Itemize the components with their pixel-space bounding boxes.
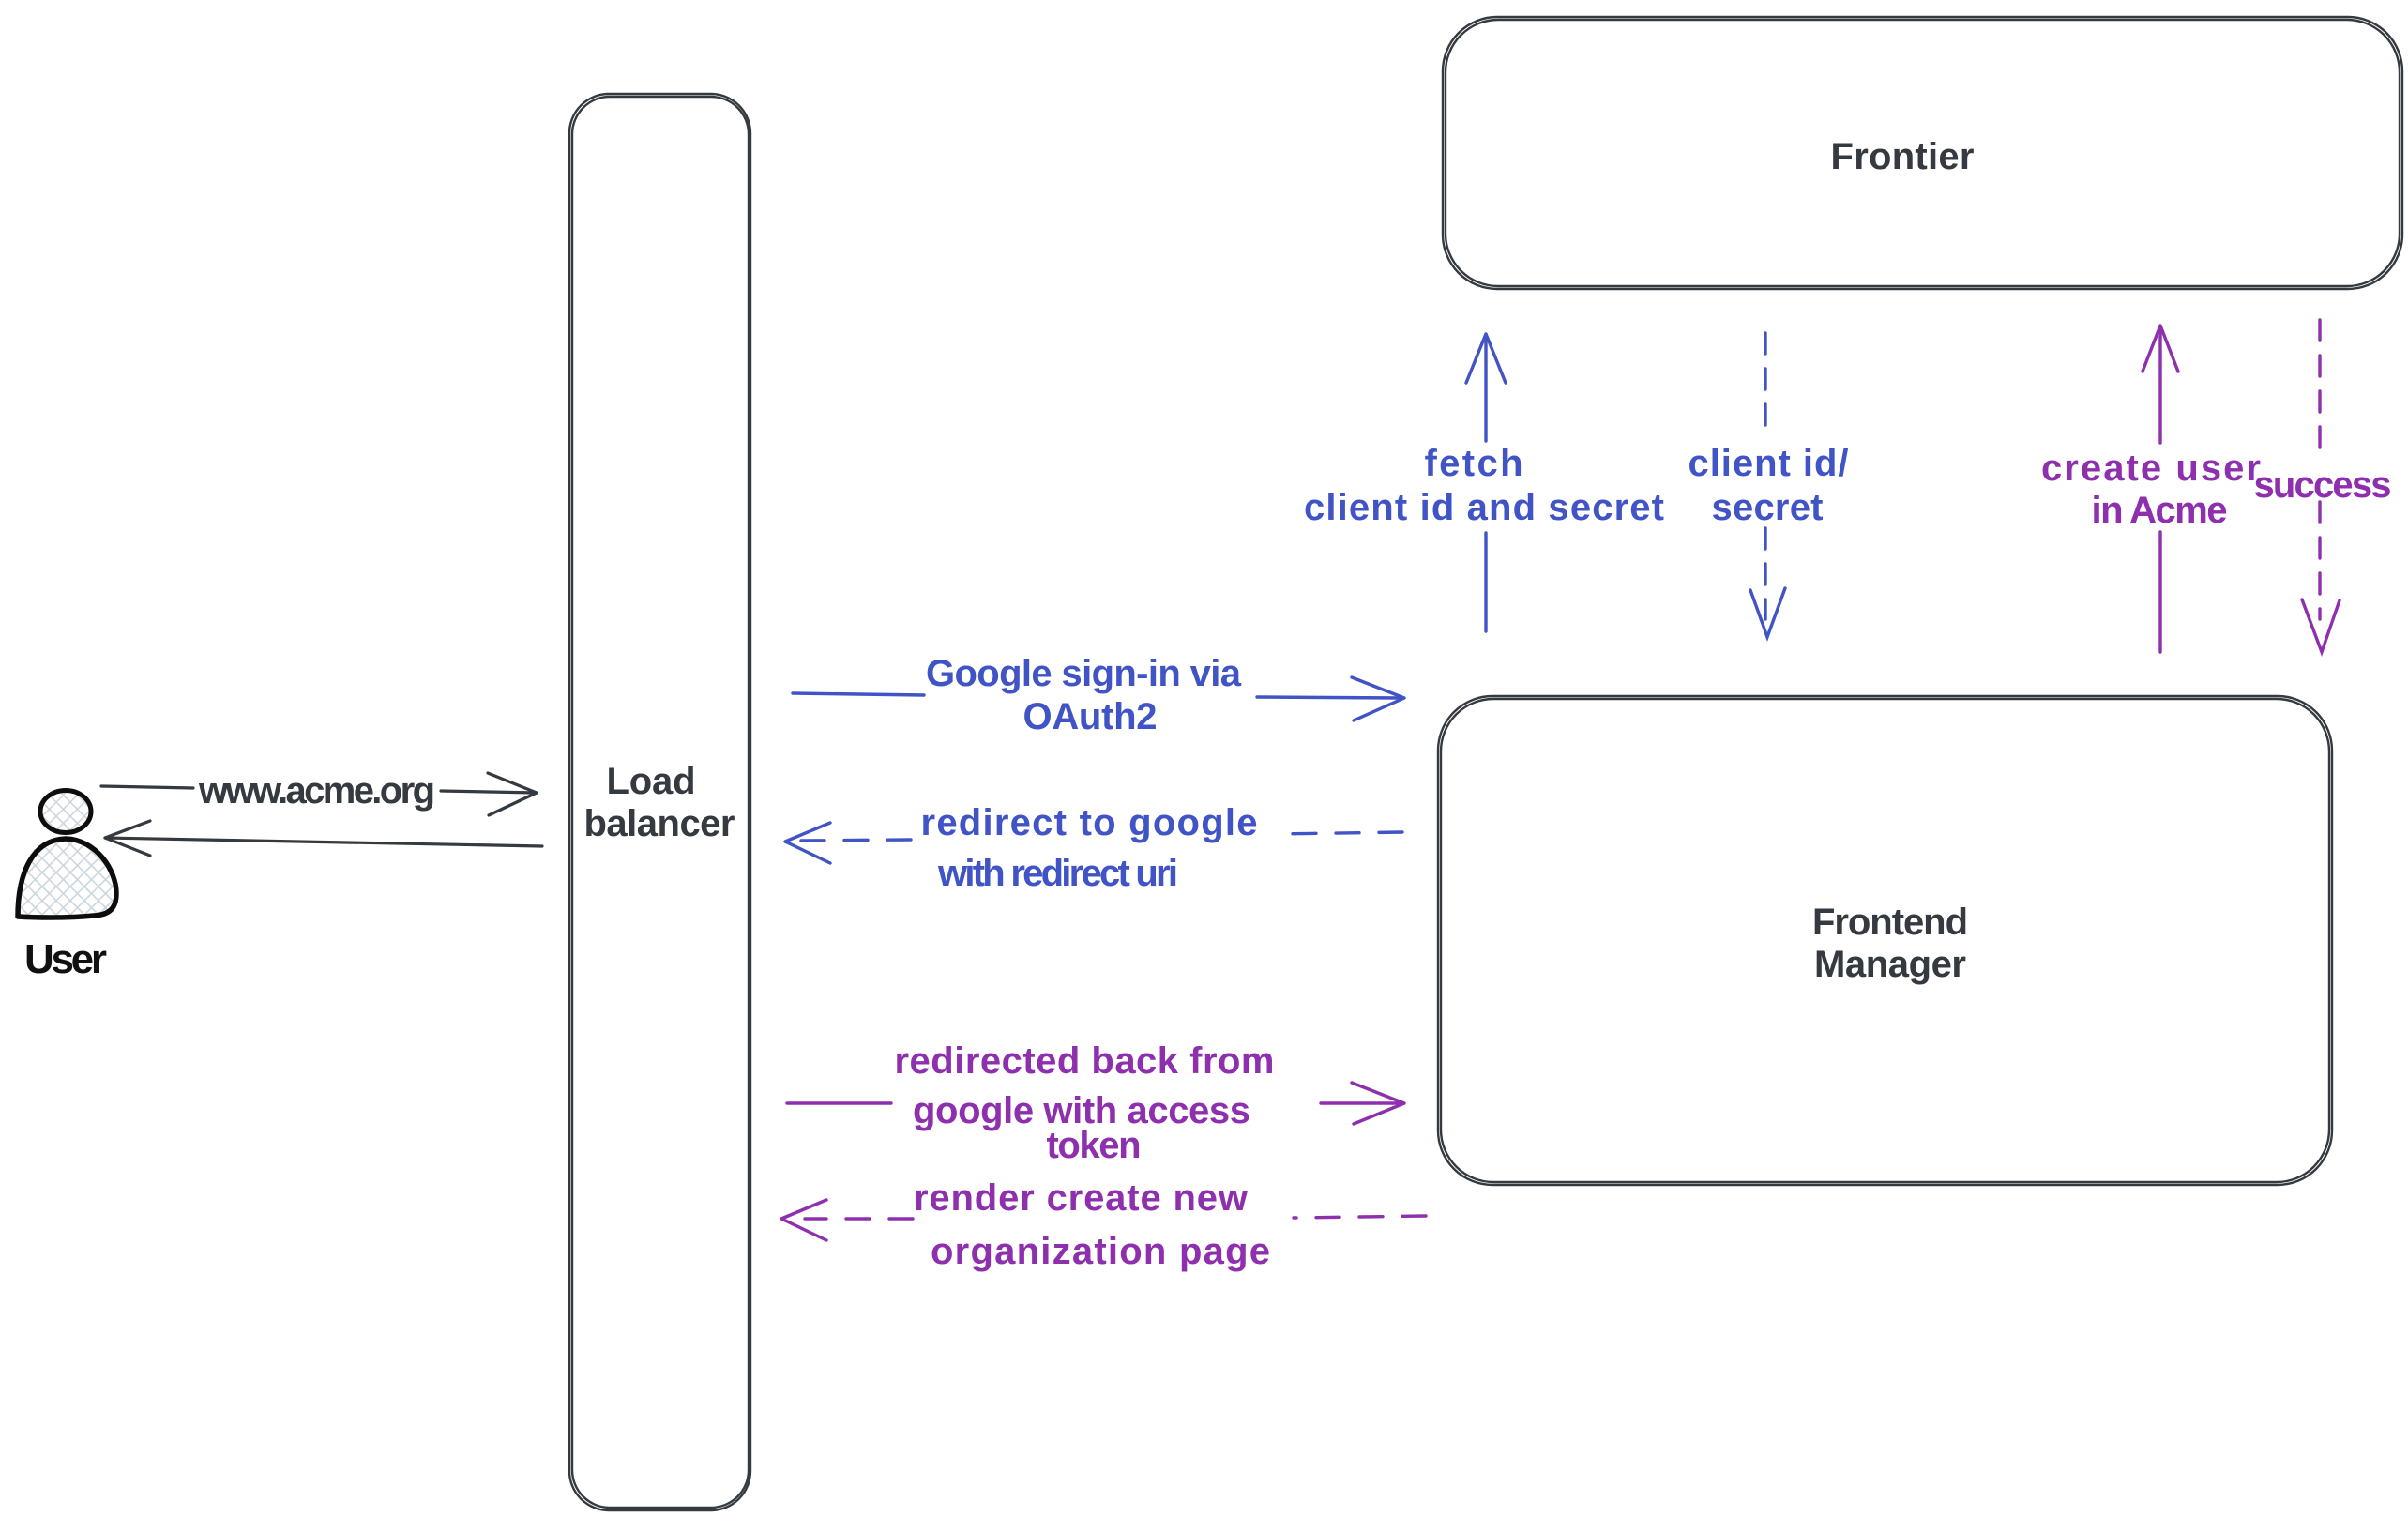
svg-text:google with access: google with access [913, 1090, 1250, 1131]
svg-text:balancer: balancer [584, 803, 735, 844]
svg-text:Frontier: Frontier [1831, 136, 1975, 177]
svg-text:token: token [1047, 1125, 1142, 1166]
svg-text:success: success [2254, 464, 2392, 506]
svg-text:organization page: organization page [931, 1231, 1270, 1272]
svg-text:client id and secret: client id and secret [1304, 487, 1664, 528]
svg-text:OAuth2: OAuth2 [1023, 696, 1158, 737]
svg-text:in Acme: in Acme [2092, 490, 2228, 531]
svg-text:www.acme.org: www.acme.org [198, 770, 435, 812]
svg-text:Load: Load [607, 761, 696, 802]
svg-text:Frontend: Frontend [1812, 902, 1968, 943]
svg-text:client id/: client id/ [1689, 443, 1849, 484]
svg-text:Manager: Manager [1814, 944, 1966, 985]
svg-text:render create new: render create new [914, 1177, 1249, 1219]
svg-text:with redirect uri: with redirect uri [937, 853, 1178, 894]
svg-text:redirect to google: redirect to google [921, 802, 1258, 843]
svg-text:create user: create user [2041, 447, 2261, 489]
svg-text:User: User [24, 936, 107, 982]
svg-text:redirected back from: redirected back from [895, 1040, 1275, 1082]
svg-text:fetch: fetch [1425, 443, 1523, 484]
svg-text:Google sign-in via: Google sign-in via [926, 653, 1242, 694]
svg-text:secret: secret [1712, 487, 1824, 528]
